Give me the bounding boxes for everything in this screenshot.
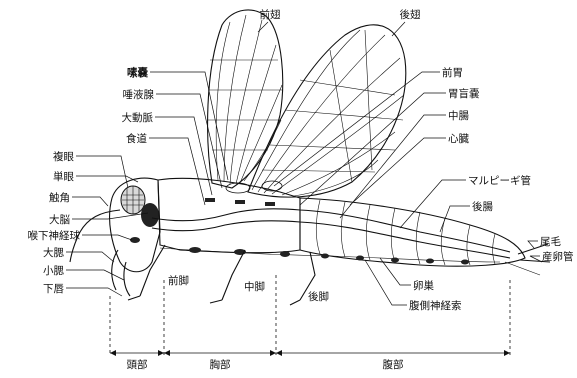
label-foreleg: 前脚	[168, 274, 189, 287]
label-antenna: 触角	[49, 191, 70, 204]
label-proventriculus: 前胃	[442, 66, 463, 79]
label-esophagus: 食道	[126, 132, 147, 145]
body-drawing	[70, 178, 550, 305]
hindwing-drawing	[248, 25, 406, 197]
label-heart: 心臓	[448, 133, 469, 145]
label-midleg: 中脚	[244, 280, 265, 293]
label-aorta: 大動脈	[122, 111, 154, 124]
leader-lines	[66, 22, 542, 305]
label-hindleg: 後脚	[308, 290, 329, 303]
label-malpighian-tubules: マルピーギ管	[468, 174, 531, 187]
label-ventral-nerve-cord: 腹側神経索	[409, 299, 462, 312]
label-cercus: 尾毛	[540, 236, 561, 248]
label-region-abdomen: 腹部	[383, 358, 404, 371]
label-crop: 嗉嚢	[127, 66, 148, 79]
label-midgut: 中腸	[448, 109, 469, 122]
label-hindwing: 後翅	[400, 8, 421, 21]
label-subesophageal-ganglion: 喉下神経球	[28, 229, 81, 242]
label-brain: 大脳	[49, 213, 70, 226]
label-ovary: 卵巣	[413, 279, 434, 292]
label-ocellus: 単眼	[53, 170, 74, 183]
label-gastric-caeca: 胃盲嚢	[448, 87, 480, 100]
label-maxillary-palp: 大腮	[43, 246, 64, 259]
label-compound-eye: 複眼	[53, 150, 74, 163]
label-region-thorax: 胸部	[210, 358, 231, 371]
label-labium: 下唇	[43, 283, 64, 295]
label-ovipositor: 産卵管	[542, 250, 574, 263]
label-forewing: 前翅	[260, 8, 281, 21]
region-brackets	[110, 275, 510, 356]
label-salivary-gland: 唾液腺	[123, 88, 155, 101]
forewing-drawing	[208, 10, 283, 188]
label-hindgut: 後腸	[472, 200, 493, 213]
label-labial-palp: 小腮	[43, 265, 64, 277]
label-region-head: 頭部	[127, 358, 148, 371]
